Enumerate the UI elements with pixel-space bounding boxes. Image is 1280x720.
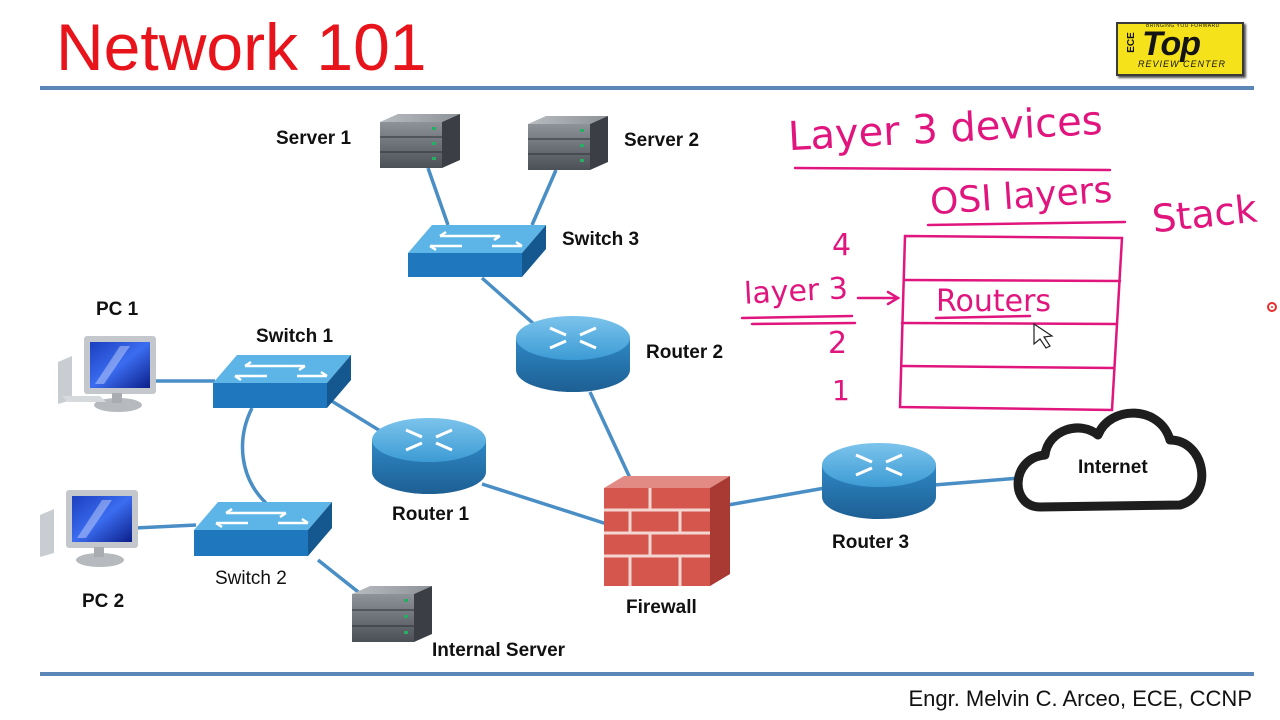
bottom-divider (40, 672, 1254, 676)
link-switch2-internal-server (316, 558, 364, 597)
top-divider (40, 86, 1254, 90)
link-switch1-switch2 (240, 407, 268, 505)
annotation-layer-4: 4 (832, 228, 852, 263)
stack-outline (898, 234, 1124, 412)
label-switch-1: Switch 1 (256, 326, 334, 347)
osi-stack-drawing (740, 166, 1127, 412)
label-pc-1: PC 1 (96, 299, 139, 320)
server-2-icon (528, 116, 608, 170)
logo-subtitle: REVIEW CENTER (1138, 59, 1227, 69)
logo-tagline: BRINGING YOU FORWARD (1146, 23, 1220, 29)
label-router-3: Router 3 (832, 532, 910, 553)
switch-1-icon (213, 355, 351, 408)
layer3-underline (740, 314, 854, 320)
heading-underline (793, 166, 1112, 172)
label-pc-2: PC 2 (82, 591, 125, 612)
link-router1-firewall (481, 482, 611, 527)
internet-cloud-icon (1013, 408, 1207, 512)
annotation-layer-2: 2 (828, 326, 848, 361)
label-server-1: Server 1 (276, 128, 352, 149)
switch-2-icon (194, 502, 332, 556)
label-internal-server: Internal Server (432, 640, 566, 661)
link-server2-switch3 (530, 169, 558, 226)
annotation-routers: Routers (936, 284, 1052, 319)
router-2-icon (516, 316, 630, 392)
link-pc2-switch2 (134, 523, 197, 530)
label-switch-2: Switch 2 (215, 568, 287, 589)
server-1-icon (380, 114, 460, 168)
laser-pointer-dot (1267, 302, 1277, 312)
top-review-center-logo: ECE BRINGING YOU FORWARD Top REVIEW CENT… (1116, 22, 1244, 76)
slide-footer-author: Engr. Melvin C. Arceo, ECE, CCNP (908, 686, 1252, 711)
network-links (134, 167, 1021, 597)
logo-top-text: Top (1142, 25, 1201, 63)
link-switch3-router2 (480, 276, 537, 327)
annotation-layer-3: layer 3 (743, 271, 849, 312)
label-router-2: Router 2 (646, 342, 724, 363)
label-switch-3: Switch 3 (562, 229, 640, 250)
link-router2-firewall (588, 391, 632, 479)
pc-2-icon (40, 490, 138, 567)
internal-server-icon (352, 586, 432, 642)
link-firewall-router3 (727, 486, 826, 507)
switch-3-icon (408, 225, 546, 277)
router-3-icon (822, 443, 936, 519)
label-router-1: Router 1 (392, 504, 470, 525)
pc-1-icon (58, 336, 156, 412)
label-server-2: Server 2 (624, 130, 700, 151)
firewall-icon (604, 476, 730, 586)
label-internet: Internet (1078, 457, 1148, 478)
link-router3-internet (933, 476, 1021, 487)
annotation-layer-1: 1 (832, 374, 850, 407)
mouse-cursor-icon (1033, 322, 1054, 349)
slide-title: Network 101 (56, 10, 427, 84)
link-switch1-router1 (329, 398, 383, 434)
link-server1-switch3 (426, 167, 450, 226)
router-1-icon (372, 418, 486, 494)
label-firewall: Firewall (626, 597, 697, 618)
osi-underline (926, 220, 1127, 227)
